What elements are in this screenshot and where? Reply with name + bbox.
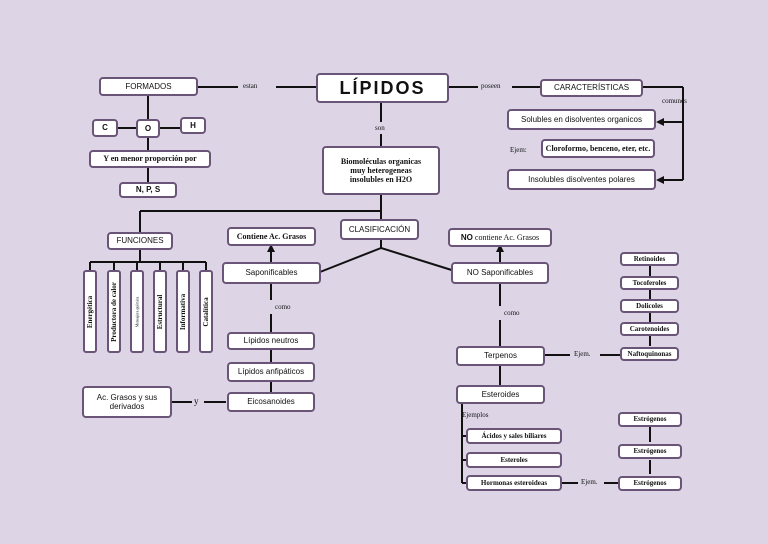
node-carotenoides: Carotenoides <box>620 322 679 336</box>
funcion-label: Energética <box>86 295 94 328</box>
funcion-label: Catalítica <box>202 296 210 327</box>
node-naftoquinonas: Naftoquinonas <box>620 347 679 361</box>
node-no-saponificables: NO Saponificables <box>451 262 549 284</box>
connector-estan: estan <box>243 82 258 90</box>
connector-ejem-terpenos: Ejem. <box>574 350 591 358</box>
node-ac-grasos-derivados: Ac. Grasos y sus derivados <box>82 386 172 418</box>
node-funciones: FUNCIONES <box>107 232 173 250</box>
connector-son: son <box>375 124 385 132</box>
no-contiene-label: contiene Ac. Grasos <box>472 232 540 242</box>
funcion-informativa: Informativa <box>176 270 190 353</box>
funcion-label: Informativa <box>179 293 187 330</box>
node-menor-proporcion: Y en menor proporción por <box>89 150 211 168</box>
node-contiene-ac-grasos: Contiene Ac. Grasos <box>227 227 316 246</box>
connector-ejem-cloroformo: Ejem: <box>510 146 527 154</box>
node-nps: N, P, S <box>119 182 177 198</box>
node-h: H <box>180 117 206 134</box>
node-solubles: Solubles en disolventes organicos <box>507 109 656 130</box>
connector-como-no-saponificables: como <box>504 309 520 317</box>
connector-como-saponificables: como <box>275 303 291 311</box>
node-formados: FORMADOS <box>99 77 198 96</box>
node-estrogenos-2: Estrógenos <box>618 444 682 459</box>
node-esteroles: Esteroles <box>466 452 562 468</box>
node-c: C <box>92 119 118 137</box>
node-no-contiene-ac-grasos: NO contiene Ac. Grasos <box>448 228 552 247</box>
node-terpenos: Terpenos <box>456 346 545 366</box>
funcion-estructural: Estructural <box>153 270 167 353</box>
connector-ejem-hormonas: Ejem. <box>581 478 598 486</box>
node-lipidos-neutros: Lípidos neutros <box>227 332 315 350</box>
node-retinoides: Retinoides <box>620 252 679 266</box>
connector-y: y <box>194 396 199 406</box>
funcion-energetica: Energética <box>83 270 97 353</box>
connector-poseen: poseen <box>481 82 501 90</box>
node-acidos-biliares: Ácidos y sales biliares <box>466 428 562 444</box>
node-cloroformo: Cloroformo, benceno, eter, etc. <box>541 139 655 158</box>
node-dolicoles: Dolicoles <box>620 299 679 313</box>
node-hormonas-esteroideas: Hormonas esteroideas <box>466 475 562 491</box>
no-label: NO <box>460 232 473 242</box>
node-estrogenos-3: Estrógenos <box>618 476 682 491</box>
funcion-label: Mensajera química <box>134 296 140 327</box>
funcion-mensajera-quimica: Mensajera química <box>130 270 144 353</box>
funcion-catalitica: Catalítica <box>199 270 213 353</box>
node-caracteristicas: CARACTERÍSTICAS <box>540 79 643 97</box>
connector-comunes: comunes <box>662 97 687 105</box>
funcion-label: Productora de calor <box>110 281 118 342</box>
node-lipidos-anfipaticos: Lípidos anfipáticos <box>227 362 315 382</box>
funcion-productora-calor: Productora de calor <box>107 270 121 353</box>
node-tocoferoles: Tocoferoles <box>620 276 679 290</box>
funcion-label: Estructural <box>156 294 164 329</box>
node-clasificacion: CLASIFICACIÓN <box>340 219 419 240</box>
node-estrogenos-1: Estrógenos <box>618 412 682 427</box>
node-esteroides: Esteroides <box>456 385 545 404</box>
connector-ejemplos-esteroides: Ejemplos <box>462 411 489 419</box>
node-eicosanoides: Eicosanoides <box>227 392 315 412</box>
title-lipidos: LÍPIDOS <box>316 73 449 103</box>
node-saponificables: Saponificables <box>222 262 321 284</box>
node-o: O <box>136 119 160 138</box>
node-biomoleculas: Biomoléculas organicas muy heterogeneas … <box>322 146 440 195</box>
node-insolubles: Insolubles disolventes polares <box>507 169 656 190</box>
